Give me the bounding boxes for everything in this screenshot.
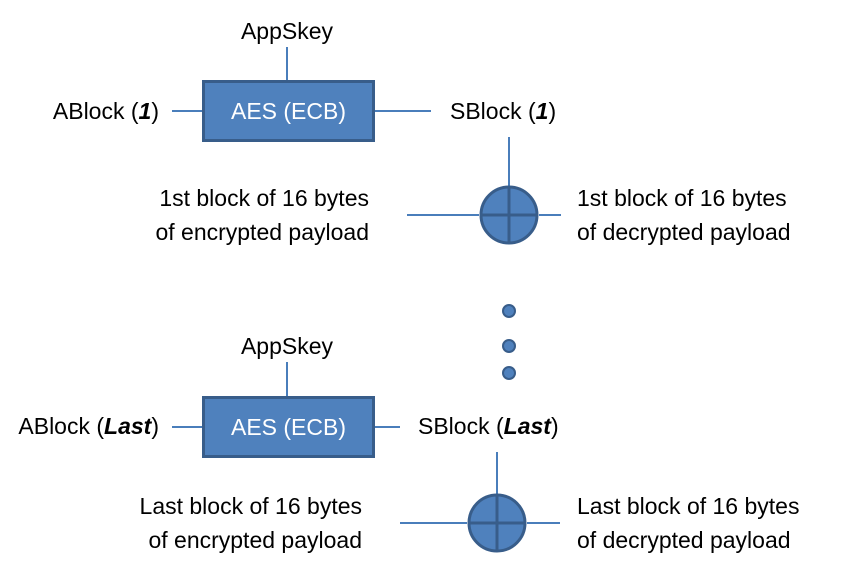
sblock-label-2: SBlock (Last) xyxy=(418,413,618,440)
decrypted-line2-2: of decrypted payload xyxy=(577,527,791,553)
encrypted-line2-1: of encrypted payload xyxy=(155,219,369,245)
ablock-label-2: ABlock (Last) xyxy=(0,413,159,440)
sblock-prefix-2: SBlock ( xyxy=(418,413,504,439)
sblock-suffix-2: ) xyxy=(550,413,559,439)
key-label-2: AppSkey xyxy=(240,333,334,359)
encrypted-payload-label-1: 1st block of 16 bytes of encrypted paylo… xyxy=(60,185,369,246)
sblock-prefix-1: SBlock ( xyxy=(450,98,536,124)
key-label-1: AppSkey xyxy=(240,18,334,44)
encrypted-line1-1: 1st block of 16 bytes xyxy=(159,185,369,211)
decrypted-line2-1: of decrypted payload xyxy=(577,219,791,245)
ablock-prefix-1: ABlock ( xyxy=(52,98,139,124)
aes-ecb-box-2: AES (ECB) xyxy=(202,396,375,458)
decrypted-line1-1: 1st block of 16 bytes xyxy=(577,185,787,211)
aes-ecb-label-2: AES (ECB) xyxy=(230,413,347,440)
ablock-index-2: Last xyxy=(104,413,152,439)
ablock-label-1: ABlock (1) xyxy=(0,98,159,125)
ablock-index-1: 1 xyxy=(138,98,152,124)
encrypted-line2-2: of encrypted payload xyxy=(148,527,362,553)
decrypted-payload-label-2: Last block of 16 bytes of decrypted payl… xyxy=(577,493,847,554)
aes-ecb-label-1: AES (ECB) xyxy=(230,97,347,124)
ablock-suffix-2: ) xyxy=(151,413,159,439)
sblock-label-1: SBlock (1) xyxy=(450,98,650,125)
xor-icon-2 xyxy=(467,493,527,553)
sblock-index-2: Last xyxy=(503,413,551,439)
decrypted-line1-2: Last block of 16 bytes xyxy=(577,493,800,519)
sblock-suffix-1: ) xyxy=(548,98,557,124)
aes-ecb-box-1: AES (ECB) xyxy=(202,80,375,142)
encrypted-payload-label-2: Last block of 16 bytes of encrypted payl… xyxy=(40,493,362,554)
xor-icon-1 xyxy=(479,185,539,245)
encrypted-line1-2: Last block of 16 bytes xyxy=(139,493,362,519)
ablock-prefix-2: ABlock ( xyxy=(18,413,105,439)
ablock-suffix-1: ) xyxy=(151,98,159,124)
ellipsis-dots-icon xyxy=(502,304,516,380)
sblock-index-1: 1 xyxy=(535,98,549,124)
decrypted-payload-label-1: 1st block of 16 bytes of decrypted paylo… xyxy=(577,185,847,246)
